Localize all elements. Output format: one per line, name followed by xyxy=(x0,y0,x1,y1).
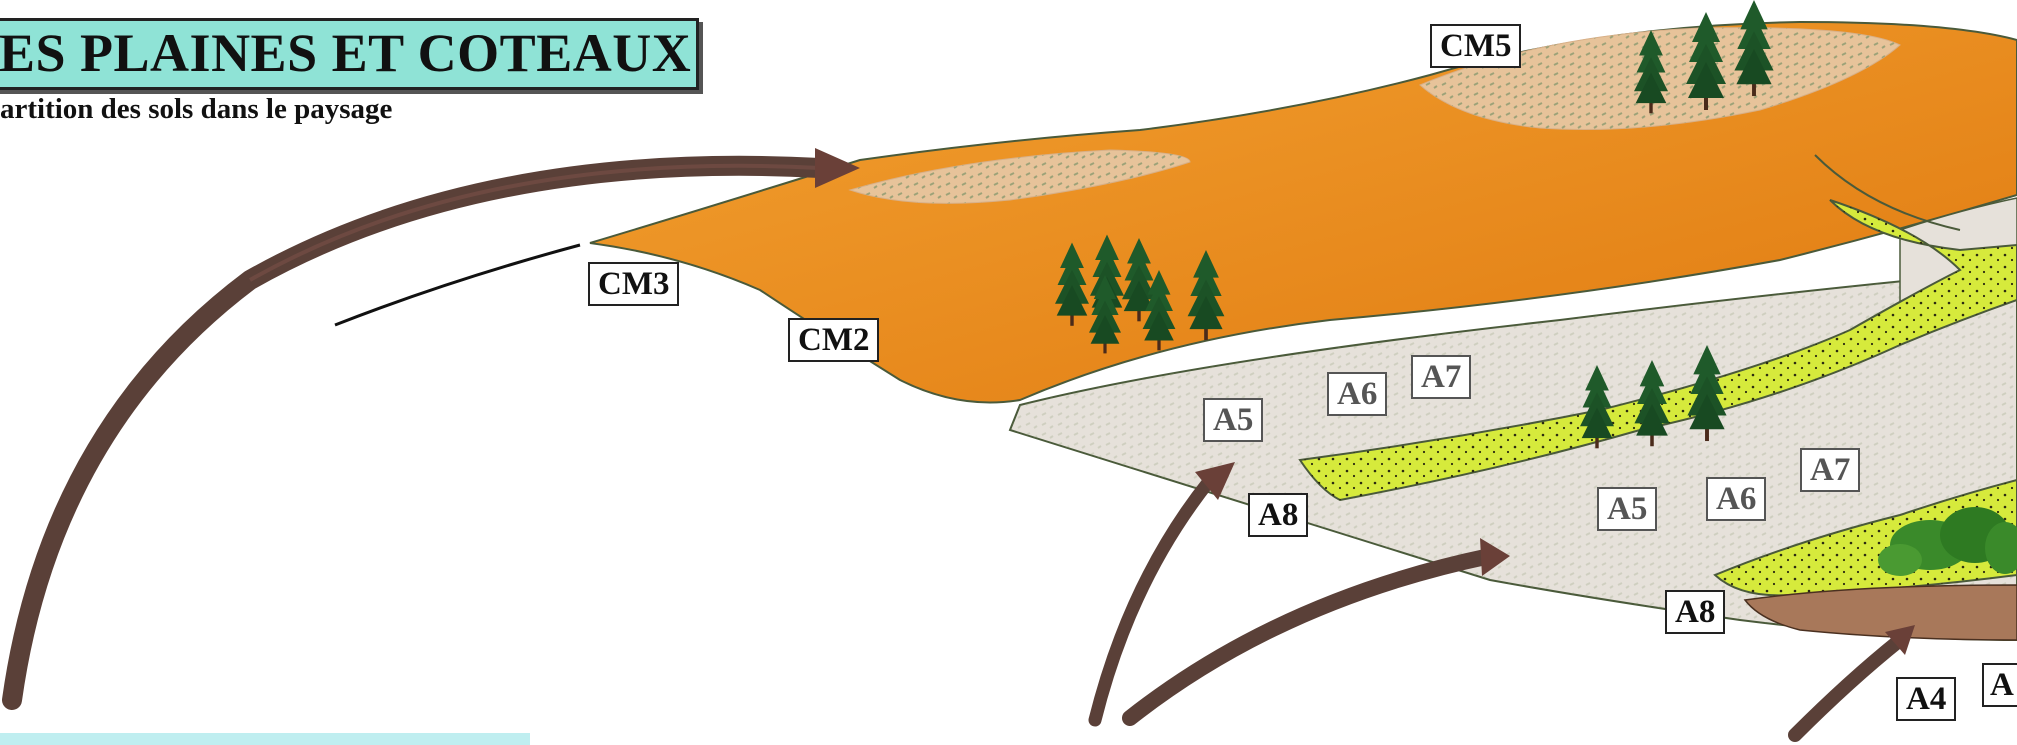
label-a8-lower: A8 xyxy=(1665,590,1725,634)
label-a6-upper: A6 xyxy=(1327,372,1387,416)
label-a7-lower: A7 xyxy=(1800,448,1860,492)
label-a5-upper: A5 xyxy=(1203,398,1263,442)
label-a8-upper: A8 xyxy=(1248,493,1308,537)
edge-line xyxy=(335,245,580,325)
label-cm5: CM5 xyxy=(1430,24,1521,68)
label-a-cut: A xyxy=(1982,663,2017,707)
label-a5-lower: A5 xyxy=(1597,487,1657,531)
arrow-a8-upper xyxy=(1095,462,1235,720)
label-cm3: CM3 xyxy=(588,262,679,306)
label-a4: A4 xyxy=(1896,677,1956,721)
bottom-band xyxy=(0,733,530,745)
label-cm2: CM2 xyxy=(788,318,879,362)
arrow-a8-middle xyxy=(1130,538,1510,718)
label-a7-upper: A7 xyxy=(1411,355,1471,399)
label-a6-lower: A6 xyxy=(1706,477,1766,521)
